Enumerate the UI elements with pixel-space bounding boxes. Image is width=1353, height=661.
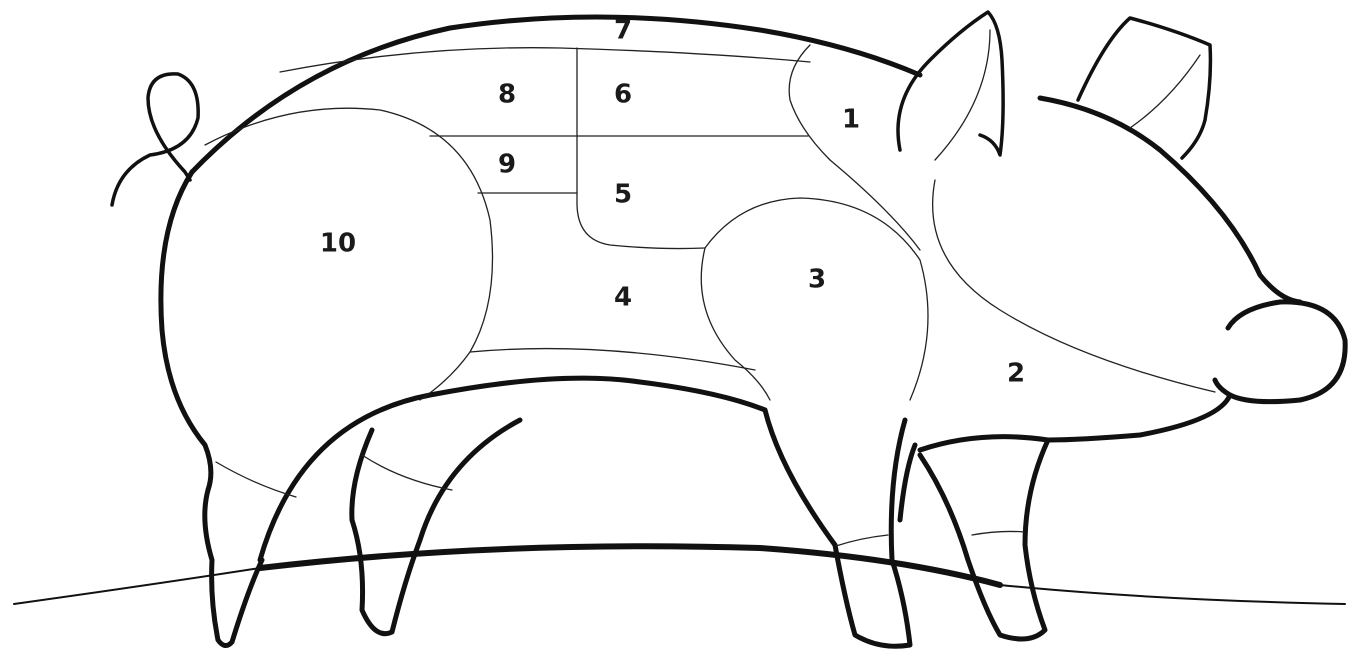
front-leg-right-inner: [900, 445, 915, 520]
front-leg-right: [920, 440, 1048, 639]
region-label-5: 5: [614, 180, 632, 210]
region-label-8: 8: [498, 80, 516, 110]
region-label-4: 4: [614, 283, 632, 313]
front-leg-left: [835, 420, 910, 646]
region-label-9: 9: [498, 150, 516, 180]
cut-lines: [205, 45, 928, 400]
front-leg-right-knee: [972, 531, 1024, 535]
region-label-3: 3: [808, 265, 826, 295]
region-label-6: 6: [614, 80, 632, 110]
region-label-10: 10: [320, 229, 356, 259]
ear-right-inner: [1130, 55, 1200, 128]
region-label-7: 7: [614, 16, 632, 46]
region-label-1: 1: [842, 105, 860, 135]
rear-leg-left-hock: [216, 462, 296, 497]
body-outline: [161, 17, 920, 560]
rear-leg-left: [205, 490, 262, 646]
front-leg-left-knee: [836, 535, 888, 546]
ear-left: [898, 12, 1003, 155]
region-label-2: 2: [1007, 359, 1025, 389]
rear-leg-right: [352, 420, 520, 634]
head-outline: [920, 98, 1345, 450]
rear-leg-right-hock: [362, 455, 452, 490]
